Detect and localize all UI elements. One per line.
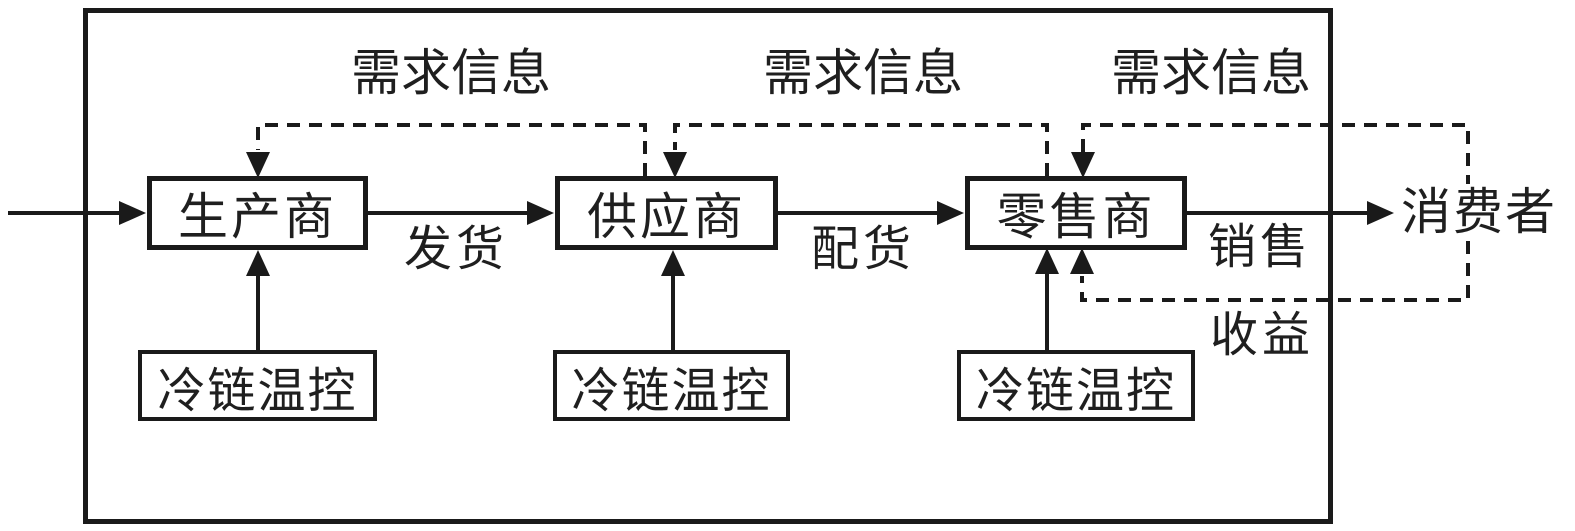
demand-feedback-path-retailer-to-supplier <box>673 123 1049 176</box>
demand-info-label-2: 需求信息 <box>763 45 963 101</box>
revenue-arrowhead <box>1070 248 1094 274</box>
supplier-node: 供应商 <box>555 176 778 250</box>
retailer-label: 零售商 <box>996 189 1156 245</box>
cold-chain-producer-node: 冷链温控 <box>138 350 377 421</box>
demand1-arrowhead <box>246 152 270 178</box>
demand-feedback-path-supplier-to-producer <box>256 123 647 176</box>
cold-chain-supplier-node: 冷链温控 <box>553 350 790 421</box>
demand-info-label-3: 需求信息 <box>1111 45 1311 101</box>
cold-chain-supplier-label: 冷链温控 <box>571 364 772 418</box>
distribute-flow-label: 配货 <box>810 223 915 276</box>
demand2-arrowhead <box>663 152 687 178</box>
cold-chain-producer-label: 冷链温控 <box>157 364 358 418</box>
ship-flow-label: 发货 <box>403 223 508 276</box>
producer-label: 生产商 <box>178 189 337 245</box>
ship-arrowhead <box>527 201 554 225</box>
cold3-arrowhead <box>1035 248 1059 274</box>
sell-flow-label: 销售 <box>1207 221 1312 274</box>
consumer-node: 消费者 <box>1398 184 1560 240</box>
demand-info-label-1: 需求信息 <box>351 45 551 101</box>
sell-arrowhead <box>1367 201 1394 225</box>
cold-chain-retailer-node: 冷链温控 <box>957 350 1195 421</box>
system-boundary-rect <box>83 8 1333 524</box>
cold-chain-retailer-label: 冷链温控 <box>975 364 1176 418</box>
retailer-node: 零售商 <box>965 176 1187 250</box>
producer-node: 生产商 <box>147 176 368 250</box>
revenue-label: 收益 <box>1210 309 1315 362</box>
cold1-arrowhead <box>246 250 270 276</box>
inflow-arrowhead <box>119 201 146 225</box>
demand3-arrowhead <box>1071 152 1095 178</box>
supplier-label: 供应商 <box>587 189 746 245</box>
demand-revenue-loop-consumer-retailer <box>1080 123 1470 302</box>
cold2-arrowhead <box>661 250 685 276</box>
distribute-arrowhead <box>937 201 964 225</box>
